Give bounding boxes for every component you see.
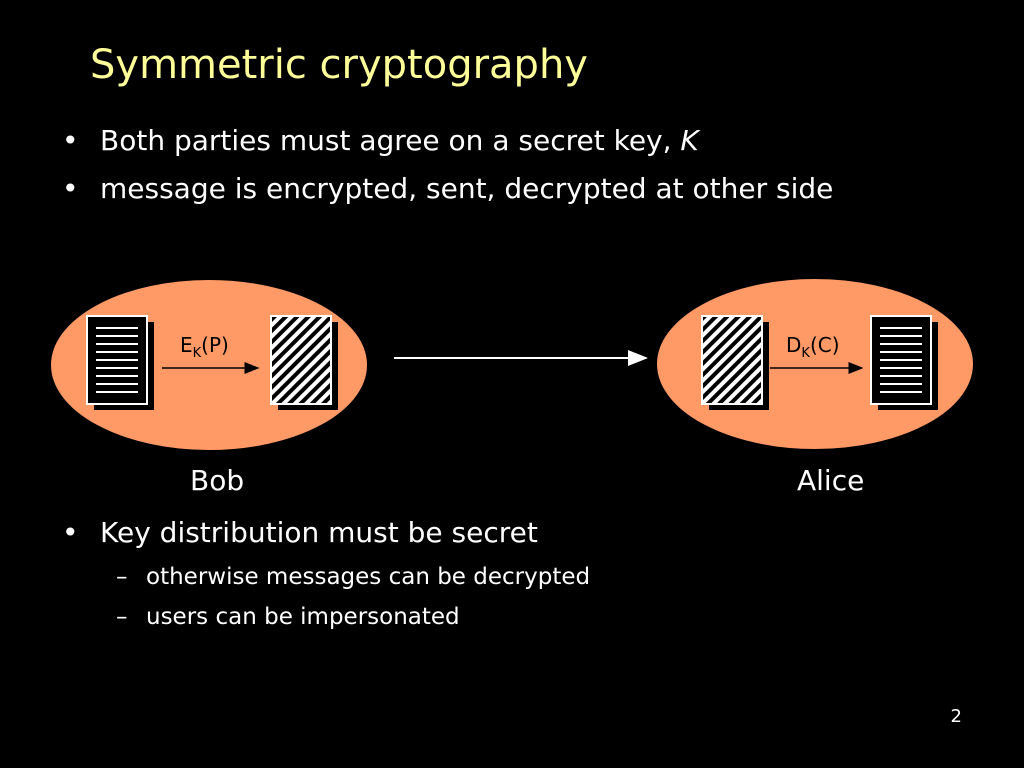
alice-label: Alice: [797, 464, 865, 497]
bullet-dot: •: [62, 172, 79, 205]
plaintext-document-icon: [870, 315, 938, 410]
bullet-message-flow: • message is encrypted, sent, decrypted a…: [62, 172, 833, 205]
bullet-dot: •: [62, 124, 79, 157]
decrypt-key-subscript: K: [801, 346, 810, 361]
plaintext-document-icon: [86, 315, 154, 410]
encrypt-label: EK(P): [180, 333, 229, 361]
encrypt-key-subscript: K: [193, 346, 202, 361]
ciphertext-document-icon: [270, 315, 338, 410]
bullet-agree-key: • Both parties must agree on a secret key…: [62, 124, 699, 157]
encrypt-arg: (P): [201, 333, 229, 357]
sub-bullet-dash: –: [116, 564, 128, 590]
sub-bullet-text: otherwise messages can be decrypted: [146, 564, 591, 590]
bullet-text: Both parties must agree on a secret key,: [100, 124, 681, 157]
bob-label: Bob: [190, 464, 245, 497]
page-number: 2: [950, 706, 962, 727]
sub-bullet-decrypted: –otherwise messages can be decrypted: [116, 564, 590, 590]
key-symbol: K: [680, 124, 699, 157]
sub-bullet-text: users can be impersonated: [146, 604, 460, 630]
bullet-text: Key distribution must be secret: [100, 516, 538, 549]
bullet-key-distribution: • Key distribution must be secret: [62, 516, 538, 549]
encrypt-op: E: [180, 333, 193, 357]
decrypt-arg: (C): [810, 333, 840, 357]
slide-title: Symmetric cryptography: [90, 42, 588, 88]
bullet-dot: •: [62, 516, 79, 549]
sub-bullet-dash: –: [116, 604, 128, 630]
bullet-text: message is encrypted, sent, decrypted at…: [100, 172, 834, 205]
ciphertext-document-icon: [701, 315, 769, 410]
decrypt-op: D: [786, 333, 801, 357]
decrypt-label: DK(C): [786, 333, 840, 361]
sub-bullet-impersonated: –users can be impersonated: [116, 604, 460, 630]
